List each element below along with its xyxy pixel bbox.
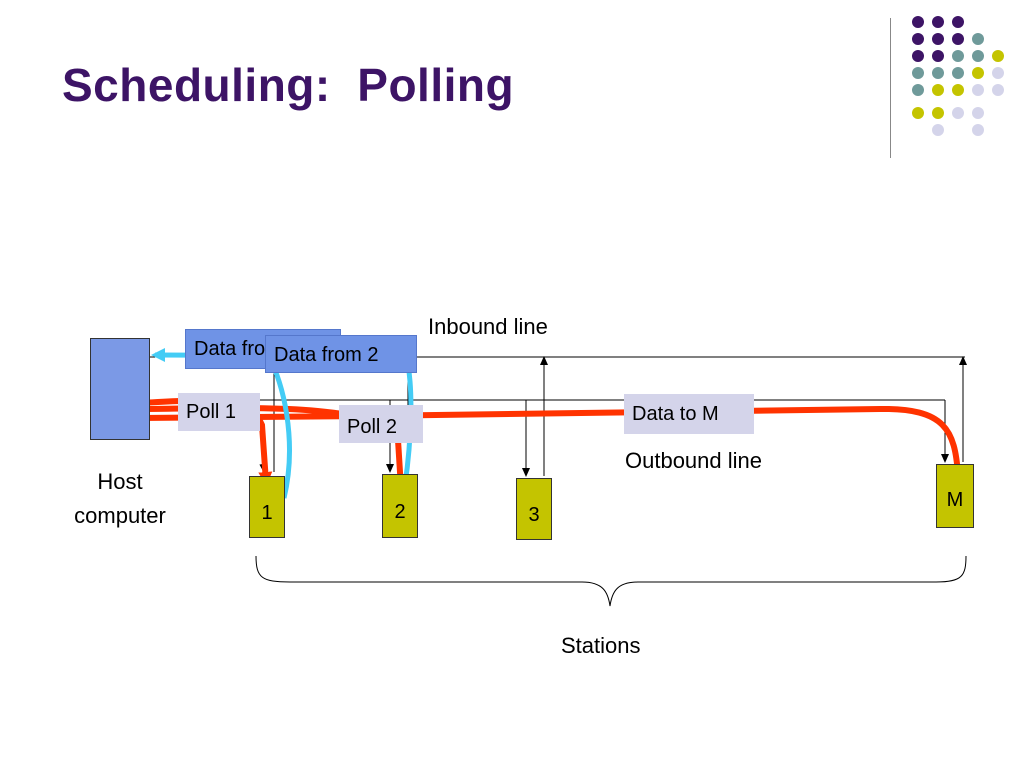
host-computer-box (90, 338, 150, 440)
station-m: M (936, 464, 974, 528)
host-computer-label: Host computer (56, 465, 184, 533)
data-to-m-tag: Data to M (624, 394, 754, 434)
stations-label: Stations (561, 633, 641, 658)
poll-1-tag: Poll 1 (178, 393, 260, 431)
stations-brace (255, 555, 967, 607)
data-from-2-tag: Data from 2 (265, 335, 417, 373)
station-2: 2 (382, 474, 418, 538)
outbound-line-label: Outbound line (625, 448, 762, 473)
decorative-dot-grid (912, 16, 1004, 136)
inbound-line-label: Inbound line (428, 314, 548, 339)
page-title: Scheduling: Polling (62, 59, 515, 111)
host-label-line1: Host (97, 469, 143, 494)
poll-2-tag: Poll 2 (339, 405, 423, 443)
host-label-line2: computer (74, 503, 166, 528)
station-3: 3 (516, 478, 552, 540)
station-1: 1 (249, 476, 285, 538)
title-divider (890, 18, 891, 158)
